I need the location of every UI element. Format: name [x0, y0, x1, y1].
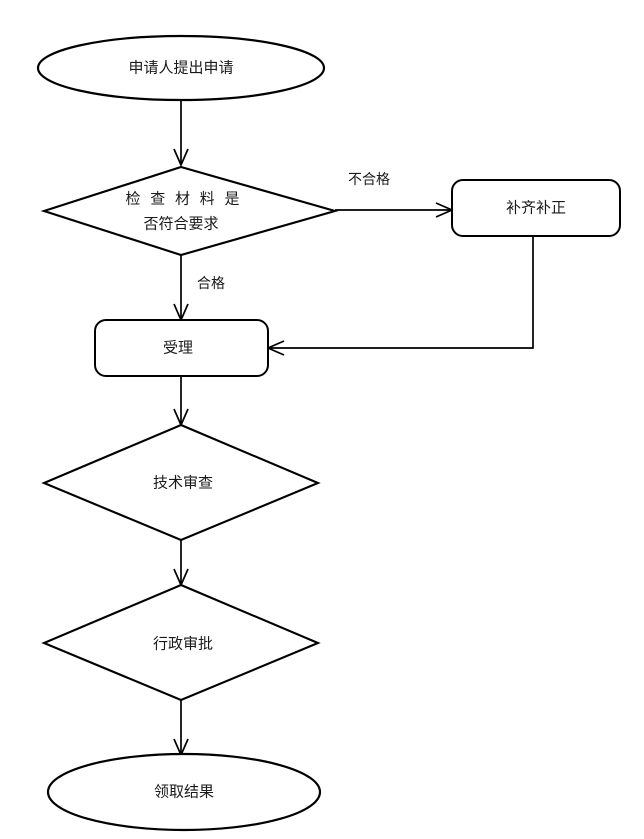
node-administrative-approval[interactable]: 行政审批: [41, 583, 321, 702]
connector-supplement-to-accept: [270, 236, 534, 349]
node-accept[interactable]: 受理: [94, 319, 269, 377]
start-ellipse: [36, 34, 326, 102]
administrative-approval-label: 行政审批: [153, 635, 213, 652]
arrowhead-start-to-check: [173, 148, 189, 168]
node-start[interactable]: 申请人提出申请: [36, 34, 326, 102]
supplement-box: [451, 179, 621, 237]
supplement-label: 补齐补正: [506, 199, 566, 216]
edge-label-fail: 不合格: [348, 172, 390, 188]
result-label: 领取结果: [154, 783, 214, 800]
accept-label: 受理: [163, 339, 193, 356]
node-check-materials[interactable]: 检 查 材 料 是 否符合要求: [40, 165, 339, 257]
technical-review-diamond: [41, 423, 321, 542]
node-technical-review[interactable]: 技术审查: [41, 423, 321, 542]
result-ellipse: [46, 752, 322, 832]
administrative-approval-diamond: [41, 583, 321, 702]
node-result[interactable]: 领取结果: [46, 752, 322, 832]
start-label: 申请人提出申请: [128, 59, 233, 76]
check-label-line1: 检 查 材 料 是: [125, 190, 242, 207]
technical-review-label: 技术审查: [153, 474, 213, 491]
accept-box: [94, 319, 269, 377]
check-label-line2: 否符合要求: [143, 215, 218, 232]
check-diamond: [40, 165, 339, 257]
edge-label-pass: 合格: [197, 276, 225, 292]
node-supplement[interactable]: 补齐补正: [451, 179, 621, 237]
